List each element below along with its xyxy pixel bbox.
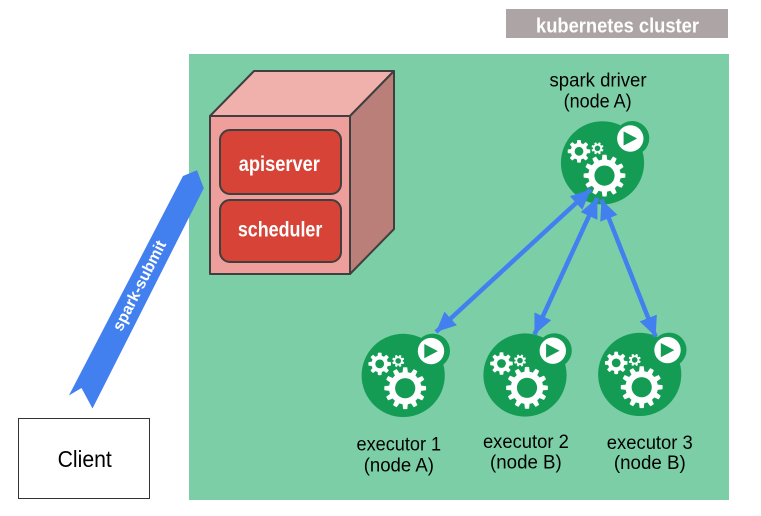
svg-text:(node A): (node A) [364, 456, 434, 477]
svg-text:executor 3: executor 3 [607, 433, 693, 454]
svg-text:Client: Client [58, 446, 113, 472]
svg-text:spark driver: spark driver [550, 70, 648, 91]
svg-text:executor 1: executor 1 [357, 435, 442, 456]
svg-text:scheduler: scheduler [238, 218, 323, 241]
svg-text:(node A): (node A) [564, 92, 632, 113]
svg-text:(node B): (node B) [614, 453, 686, 474]
svg-text:spark-submit: spark-submit [110, 237, 171, 333]
svg-text:executor 2: executor 2 [483, 432, 569, 453]
svg-text:apiserver: apiserver [239, 153, 320, 176]
svg-text:(node B): (node B) [490, 452, 562, 473]
svg-text:kubernetes cluster: kubernetes cluster [536, 15, 699, 37]
